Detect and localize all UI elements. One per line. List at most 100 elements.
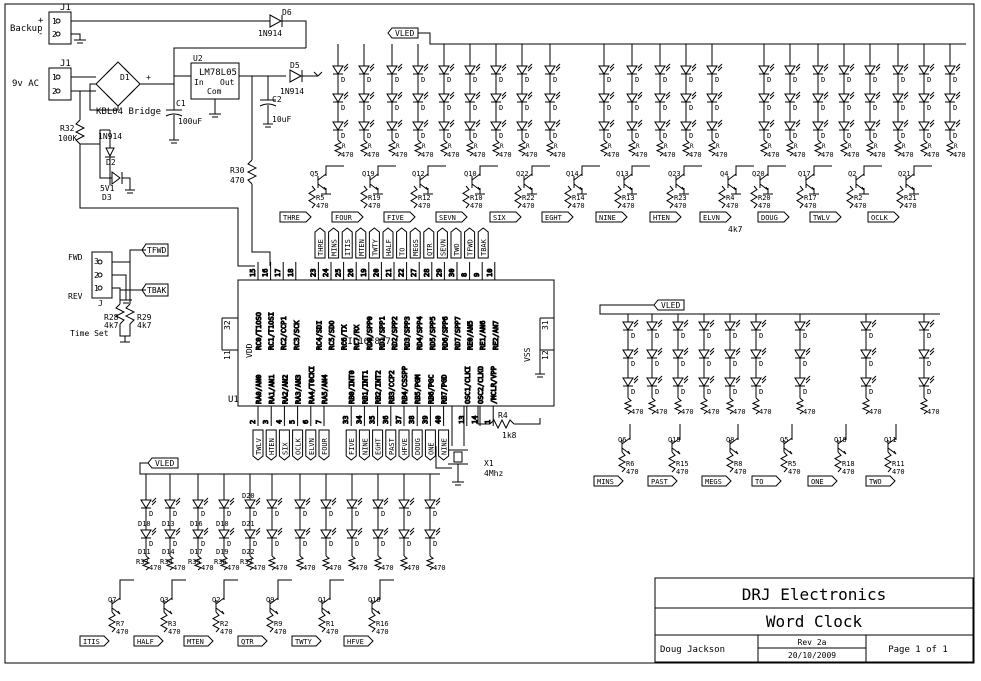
pin-name: RC4/SDI [315,320,323,350]
svg-text:VLED: VLED [661,301,680,310]
transistor-ref: Q11 [884,436,897,444]
mid-led: D [794,347,811,368]
led-mark: D [341,76,345,84]
resistor-value: 470 [395,151,408,159]
bottom-led: D [192,497,209,518]
top-led-resistor [387,139,397,157]
transistor-ref: Q16 [368,596,381,604]
svg-text:R32: R32 [60,124,75,133]
transistor-ref: Q15 [668,436,681,444]
top-led: D [944,63,961,84]
top-led: D [464,119,481,140]
driver-base-resistor [718,185,726,209]
led-mark: D [793,76,797,84]
tbak-flag [141,283,169,297]
net-label: EGHT [375,437,383,455]
top-led: D [892,63,909,84]
pin-number: 15 [249,269,257,277]
mcu-bottom-net-flag: EGHT [372,429,384,461]
transistor-ref: Q18 [834,436,847,444]
led-mark: D [707,388,711,396]
pin-number: 28 [423,269,431,277]
svg-text:VLED: VLED [395,29,414,38]
led-mark: D [433,540,437,548]
top-led: D [386,119,403,140]
svg-text:U2: U2 [193,54,203,63]
top-led: D [680,63,697,84]
pin-name: RC7/RX [353,324,361,350]
driver-base-resistor [107,611,117,633]
driver-resistor-ref: R10 [470,194,483,202]
mid-led-resistor [623,397,633,415]
driver-resistor-ref: R8 [734,460,742,468]
ac-connector [48,67,72,101]
transistor-ref: Q8 [726,436,734,444]
transistor-ref: Q20 [752,170,765,178]
driver-resistor-value: 470 [274,628,287,636]
mid-led: D [646,375,663,396]
pin-number: 25 [335,269,343,277]
diode-ref: D18 [216,520,229,528]
svg-text:Out: Out [220,78,235,87]
driver-transistor [783,437,793,455]
pin-name: RA2/AN2 [281,374,289,404]
transistor-ref: Q4 [720,170,728,178]
led-mark: D [635,104,639,112]
top-led: D [332,63,349,84]
bottom-led-resistor [193,555,203,571]
pin-name: RC3/SCK [293,320,301,350]
led-mark: D [715,76,719,84]
svg-text:+: + [38,16,44,26]
top-led: D [464,91,481,112]
driver-net-flag: FIVE [383,211,416,223]
led-mark: D [395,104,399,112]
net-label: ELVN [703,214,720,222]
resistor-value: 470 [499,151,512,159]
led-mark: D [447,104,451,112]
top-led: D [626,63,643,84]
pin-number: 19 [360,269,368,277]
driver-transistor [805,173,815,191]
led-mark: D [355,510,359,518]
svg-text:VSS: VSS [523,347,532,362]
bottom-led: D [424,497,441,518]
driver-base-resistor [883,451,893,473]
top-led: D [812,91,829,112]
led-mark: D [631,388,635,396]
led-mark: D [759,332,763,340]
top-led: D [944,119,961,140]
bottom-led: D [320,497,337,518]
mcu-bottom-net-flag: HTEN [265,429,277,461]
led-mark: D [149,510,153,518]
led-mark: D [689,76,693,84]
mid-led: D [918,347,935,368]
pin-name: RC1/T1OSI [268,312,276,350]
led-mark: D [201,510,205,518]
mid-led: D [672,347,689,368]
driver-net-flag: TWLV [809,211,842,223]
driver-transistor [215,597,225,615]
resistor-value: 470 [869,408,882,416]
top-led-resistor [893,139,903,157]
top-led: D [864,91,881,112]
led-mark: D [433,510,437,518]
led-mark: D [473,132,477,140]
driver-resistor-value: 470 [326,628,339,636]
net-label: PAST [388,437,396,455]
resistor-mark: R [954,143,958,150]
title-block [654,577,974,663]
svg-text:R4: R4 [498,411,508,420]
top-led-resistor [919,139,929,157]
net-label: SEVN [439,214,456,222]
resistor-mark: R [342,143,346,150]
led-mark: D [847,104,851,112]
top-led: D [490,91,507,112]
led-mark: D [759,360,763,368]
top-led: D [598,91,615,112]
mid-led-resistor [647,397,657,415]
pin-name: RB7/PGD [441,374,449,404]
led-mark: D [793,104,797,112]
mid-led: D [750,319,767,340]
mcu-bottom-pins: 2RA0/AN03RA1/AN14RA2/AN25RA3/AN36RA4/T0C… [249,366,499,426]
driver-transistor [675,173,685,191]
